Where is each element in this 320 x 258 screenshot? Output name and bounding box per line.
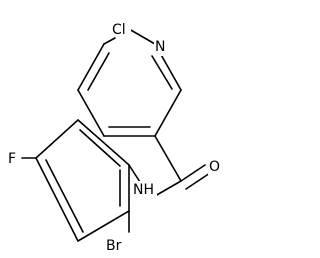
fluorine-label: F	[8, 151, 16, 167]
bromine-label: Br	[106, 238, 122, 254]
carbonyl-oxygen-label: O	[209, 159, 220, 175]
bond-n1-c2-inner	[151, 55, 173, 90]
bond-p2-p3	[35, 119, 79, 159]
bond-carbonyl-oxygen	[180, 164, 206, 182]
bond-p1-p2-inner	[79, 129, 121, 167]
label-bg-bromine	[104, 236, 125, 254]
bond-p3-p4-inner	[45, 159, 84, 233]
bond-nitrogen-phenyl	[128, 164, 141, 183]
label-bg-amide-nitrogen	[132, 181, 157, 199]
label-bg-fluorine	[6, 150, 20, 168]
molecule-structure: Cl N O NH F Br	[6, 19, 224, 254]
amide-group	[128, 135, 211, 197]
atom-labels: Cl N O NH F Br	[6, 19, 224, 254]
bond-c6-n1	[128, 28, 156, 45]
phenyl-ring	[21, 119, 130, 242]
bond-c5-c6	[77, 43, 105, 91]
bond-c5-c6-inner	[87, 52, 110, 91]
pyridine-nitrogen-label: N	[155, 39, 165, 55]
bond-p3-p4	[35, 157, 79, 242]
label-bg-pyridine-nitrogen	[154, 38, 168, 56]
bond-carbonyl-oxygen-second	[185, 172, 211, 190]
label-bg-carbonyl-oxygen	[208, 157, 224, 175]
bond-c2-c3	[154, 89, 182, 137]
bond-p4-p5	[77, 210, 130, 242]
label-bg-chlorine	[111, 19, 131, 37]
amide-nitrogen-label: NH	[133, 182, 154, 198]
bond-ring-carbonyl	[154, 135, 182, 182]
bond-p1-p2	[77, 119, 130, 166]
chlorine-label: Cl	[112, 22, 126, 38]
bond-c4-c5	[77, 89, 105, 137]
bond-c6-cl	[103, 37, 116, 45]
bond-carbonyl-nitrogen	[154, 180, 182, 197]
